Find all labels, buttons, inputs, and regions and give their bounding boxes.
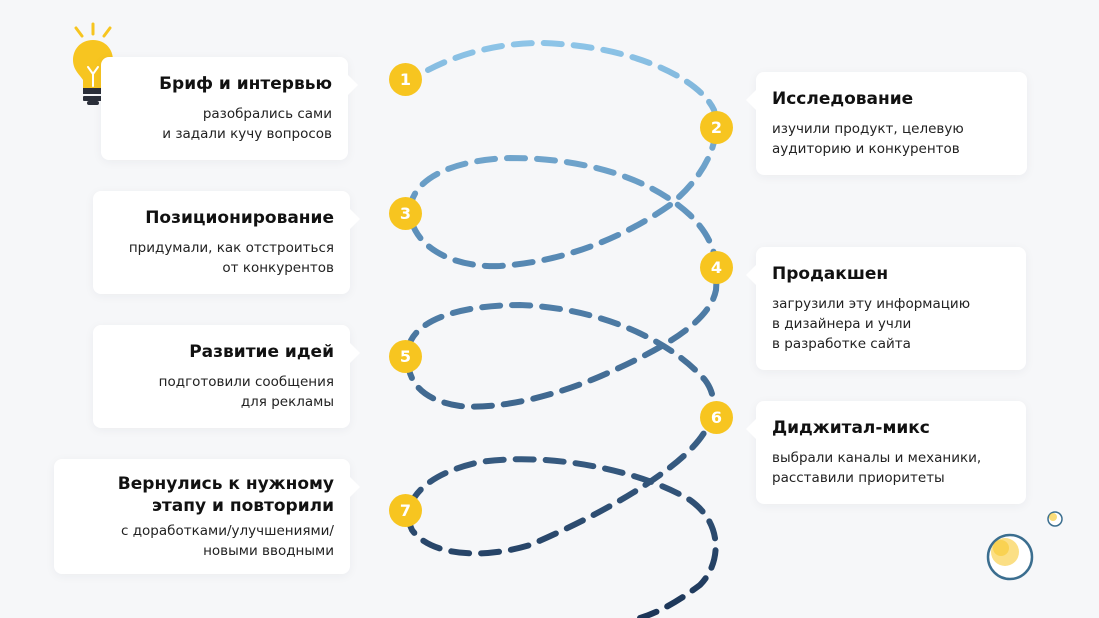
card-pointer	[746, 265, 756, 285]
step-number-4: 4	[700, 251, 733, 284]
moon-circle-icon	[986, 533, 1034, 581]
step-number-7: 7	[389, 494, 422, 527]
step-desc: с доработками/улучшениями/ новыми вводны…	[120, 523, 334, 559]
step-desc: подготовили сообщения для рекламы	[158, 374, 334, 410]
step-title: Продакшен	[772, 264, 889, 284]
step-number-2: 2	[700, 111, 733, 144]
step-number-6: 6	[700, 401, 733, 434]
step-title: Диджитал-микс	[772, 418, 930, 438]
step-card-4: Продакшен загрузили эту информацию в диз…	[746, 247, 1026, 370]
card-pointer	[348, 75, 358, 95]
step-card-1: Бриф и интервью разобрались сами и задал…	[101, 57, 358, 160]
step-card-7: Вернулись к нужному этапу и повторили с …	[54, 459, 360, 574]
step-title: Вернулись к нужному этапу и повторили	[117, 474, 334, 516]
step-title: Развитие идей	[189, 342, 334, 362]
step-desc: изучили продукт, целевую аудиторию и кон…	[772, 121, 964, 157]
small-circle-icon	[1047, 511, 1063, 527]
card-pointer	[746, 90, 756, 110]
step-title: Бриф и интервью	[159, 74, 332, 94]
step-card-6: Диджитал-микс выбрали каналы и механики,…	[746, 401, 1026, 504]
step-title: Позиционирование	[145, 208, 334, 228]
step-title: Исследование	[772, 89, 914, 109]
step-number-3: 3	[389, 197, 422, 230]
step-desc: разобрались сами и задали кучу вопросов	[162, 106, 332, 142]
card-pointer	[746, 419, 756, 439]
step-number-5: 5	[389, 340, 422, 373]
card-pointer	[350, 343, 360, 363]
step-desc: придумали, как отстроиться от конкуренто…	[128, 240, 334, 276]
step-card-2: Исследование изучили продукт, целевую ау…	[746, 72, 1027, 175]
step-number-1: 1	[389, 63, 422, 96]
step-card-5: Развитие идей подготовили сообщения для …	[93, 325, 360, 428]
step-desc: загрузили эту информацию в дизайнера и у…	[772, 296, 971, 352]
step-card-3: Позиционирование придумали, как отстроит…	[93, 191, 360, 294]
step-desc: выбрали каналы и механики, расставили пр…	[772, 450, 982, 486]
card-pointer	[350, 209, 360, 229]
spiral-curve	[404, 40, 720, 618]
card-pointer	[350, 477, 360, 497]
